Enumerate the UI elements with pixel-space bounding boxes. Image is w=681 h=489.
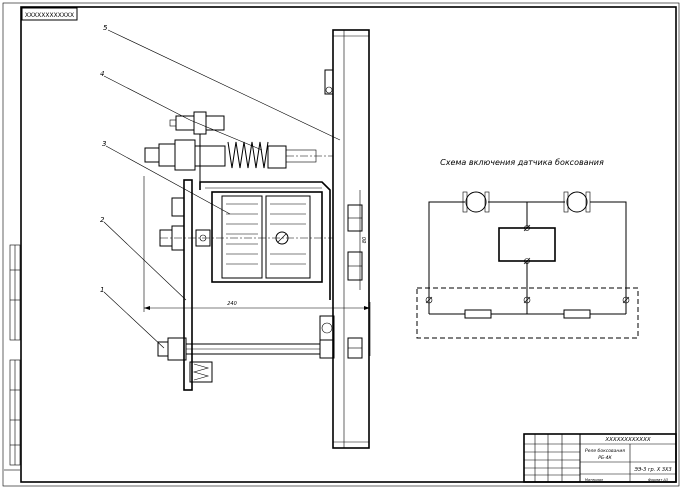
motor-1 [462, 191, 490, 213]
resistor-panel [416, 287, 639, 339]
leader-label-1: 1 [100, 286, 104, 294]
leader-label-3: 3 [102, 140, 106, 148]
title-name-line2: РБ-4К [598, 455, 612, 461]
dim-width-label: 240 [227, 301, 237, 307]
mounting-plate [319, 29, 370, 449]
dimensions: 240 80 [143, 176, 371, 356]
motor-2 [563, 191, 591, 213]
title-sheet: Формат А3 [648, 478, 668, 482]
resistor-2 [563, 309, 591, 319]
drawing-frame [20, 6, 677, 483]
wiring-scheme: Схема включения датчика боксования [416, 158, 639, 339]
spring-assembly [144, 111, 333, 190]
coil [160, 191, 333, 283]
left-margin-strips [4, 244, 21, 471]
top-stamp-code: ХХХХХХХХХХХХ [25, 12, 74, 19]
leader-label-5: 5 [103, 24, 108, 32]
relay-assembly-drawing: 240 80 5 4 3 2 1 [100, 24, 371, 449]
top-left-stamp: ХХХХХХХХХХХХ [21, 7, 78, 21]
coil-yoke [199, 181, 331, 300]
scheme-title: Схема включения датчика боксования [440, 158, 604, 167]
title-material: Материал [585, 478, 604, 482]
title-designation: ХХХХХХХХХХХХ [604, 437, 650, 443]
dim-height-label: 80 [362, 237, 368, 243]
resistor-1 [464, 309, 492, 319]
leader-label-2: 2 [100, 216, 105, 224]
relay-coil-bridge [498, 202, 556, 298]
title-name-line1: Реле боксования [585, 448, 625, 454]
bottom-rod [157, 337, 335, 383]
title-block: ХХХХХХХХХХХХ Реле боксования РБ-4К ЭЭ-3 … [523, 433, 677, 483]
part-leaders: 5 4 3 2 1 [100, 24, 341, 349]
title-group: ЭЭ-3 гр. Х 3Х3 [633, 467, 671, 473]
armature-lever [159, 179, 211, 391]
leader-label-4: 4 [100, 70, 104, 78]
